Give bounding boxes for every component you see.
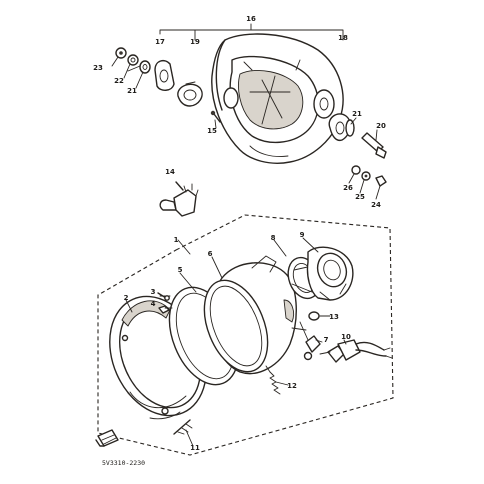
bulb-socket-10 — [319, 339, 393, 363]
callout-labels: 16 17 19 18 23 22 21 15 21 20 26 25 24 1… — [93, 15, 386, 467]
leader-lines-lower — [125, 237, 347, 447]
callout-15: 15 — [207, 127, 217, 135]
callout-21-right: 21 — [352, 110, 362, 118]
callout-18: 18 — [338, 34, 348, 42]
bulb-socket-housing — [306, 246, 354, 301]
callout-19: 19 — [190, 38, 200, 46]
callout-12: 12 — [287, 382, 297, 390]
callout-9: 9 — [300, 231, 305, 239]
screw-15 — [210, 110, 221, 123]
headlight-shell-assembly — [111, 23, 387, 200]
clip-7 — [303, 335, 321, 361]
callout-20: 20 — [376, 122, 386, 130]
part-code: 5V3310-2230 — [102, 459, 145, 467]
callout-14: 14 — [165, 168, 175, 176]
callout-21-left: 21 — [127, 87, 137, 95]
callout-16: 16 — [246, 15, 256, 23]
leader-lines-upper — [111, 56, 381, 200]
callout-25: 25 — [355, 193, 365, 201]
collar-19 — [177, 81, 203, 107]
callout-23: 23 — [93, 64, 103, 72]
callout-26: 26 — [343, 184, 353, 192]
screw-11 — [173, 419, 193, 435]
callout-4: 4 — [151, 300, 156, 308]
collar-18 — [328, 113, 355, 142]
front-direction-symbol — [95, 429, 119, 447]
callout-8: 8 — [271, 234, 276, 242]
headlight-bulb — [159, 181, 199, 217]
cap-13 — [308, 311, 320, 321]
callout-13: 13 — [329, 313, 339, 321]
callout-10: 10 — [341, 333, 351, 341]
callout-2: 2 — [124, 294, 129, 302]
grommet-17 — [154, 59, 175, 91]
headlight-unit-assembly — [109, 237, 393, 447]
callout-bracket-16 — [159, 23, 344, 41]
callout-24: 24 — [371, 201, 381, 209]
adjust-spring-12 — [265, 365, 281, 395]
callout-17: 17 — [155, 38, 165, 46]
headlight-shell — [211, 33, 344, 164]
callout-1: 1 — [174, 236, 179, 244]
callout-3: 3 — [151, 288, 156, 296]
reflector-lens-unit — [203, 255, 309, 375]
bolt-20 — [361, 132, 387, 159]
washer-nut-stack-right — [351, 165, 387, 187]
callout-7: 7 — [324, 336, 329, 344]
callout-5: 5 — [178, 266, 183, 274]
callout-11: 11 — [190, 444, 200, 452]
washer-nut-stack-left — [115, 47, 151, 74]
callout-22: 22 — [114, 77, 124, 85]
callout-6: 6 — [208, 250, 213, 258]
